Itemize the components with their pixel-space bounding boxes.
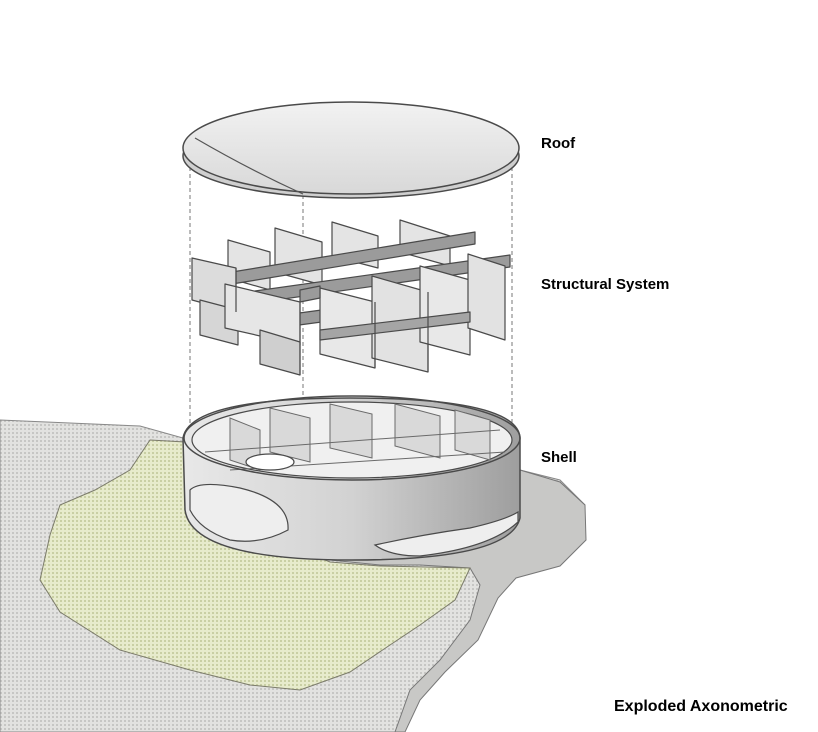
shell-ring <box>182 395 521 561</box>
shell-label: Shell <box>541 449 577 466</box>
roof-disc <box>182 101 520 199</box>
diagram-title: Exploded Axonometric <box>614 698 788 715</box>
structural-system-label: Structural System <box>541 276 670 293</box>
roof-label: Roof <box>541 135 576 152</box>
structural-system <box>191 219 511 376</box>
